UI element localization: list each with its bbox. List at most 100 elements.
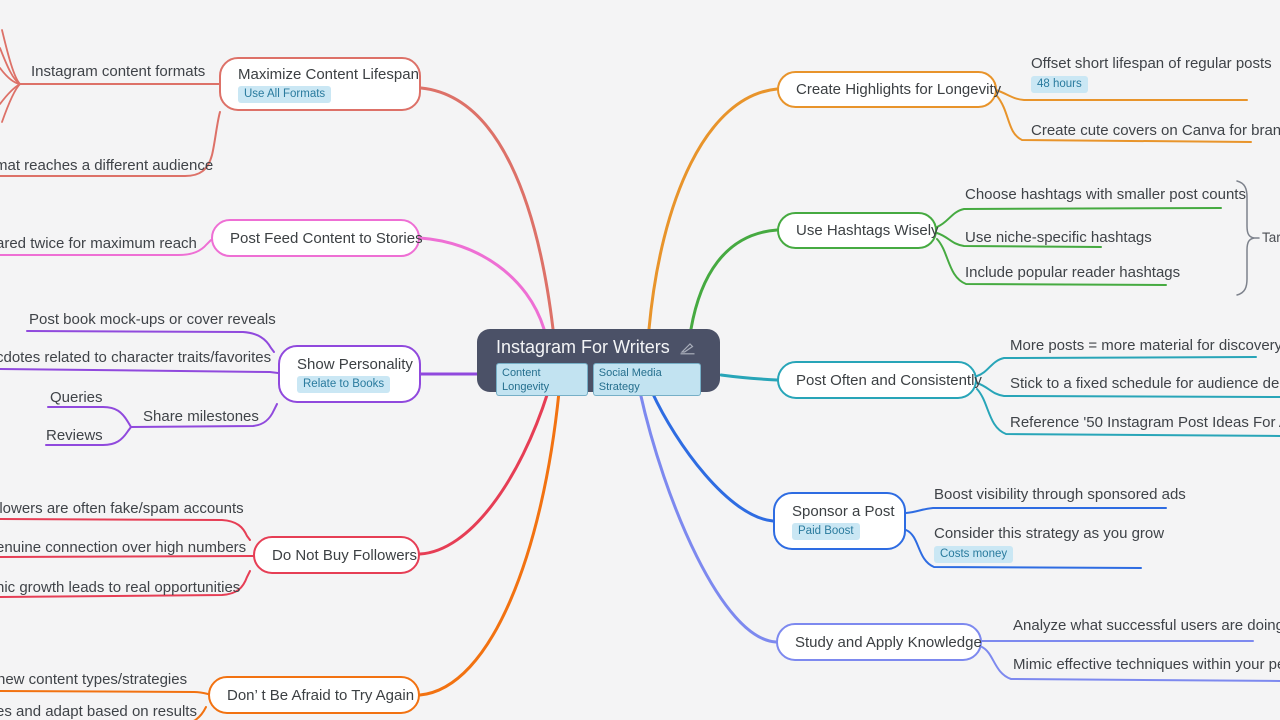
branch-lines-create-highlights	[647, 87, 1252, 331]
topic-adapt-results[interactable]: es and adapt based on results	[0, 703, 197, 720]
underline	[0, 570, 251, 598]
branch-lines-maximize	[0, 29, 555, 331]
underline	[130, 403, 278, 428]
branch-lines-sponsor	[650, 390, 1167, 569]
node-title: Post Often and Consistently	[796, 371, 982, 389]
underline	[905, 507, 1167, 514]
underline	[976, 356, 1257, 377]
topic-boost-visibility[interactable]: Boost visibility through sponsored ads	[934, 486, 1186, 503]
underline	[905, 529, 1142, 569]
node-title: Show Personality	[297, 355, 413, 373]
underline	[26, 330, 275, 353]
topic-fake-spam-accounts[interactable]: llowers are often fake/spam accounts	[0, 500, 244, 517]
underline	[936, 207, 1222, 228]
fan-line	[1, 83, 21, 123]
branch-connector	[638, 390, 778, 644]
fan-line	[0, 47, 21, 85]
node-title: Do Not Buy Followers	[272, 546, 418, 564]
topic-new-content-types[interactable]: new content types/strategies	[0, 671, 188, 688]
node-show-personality[interactable]: Show Personality Relate to Books	[278, 345, 421, 403]
topic-instagram-content-formats[interactable]: Instagram content formats	[31, 63, 206, 80]
branch-lines-show-personality	[0, 330, 479, 446]
topic-share-milestones[interactable]: Share milestones	[143, 408, 259, 425]
topic-reviews[interactable]: Reviews	[46, 427, 103, 444]
topic-cute-covers-canva[interactable]: Create cute covers on Canva for branding	[1031, 122, 1280, 139]
branch-lines-try-again	[0, 390, 561, 720]
topic-consider-strategy[interactable]: Consider this strategy as you grow	[934, 525, 1165, 542]
center-tag-content-longevity: Content Longevity	[496, 363, 588, 396]
node-create-highlights[interactable]: Create Highlights for Longevity	[777, 71, 1001, 108]
underline	[0, 111, 221, 177]
topic-anecdotes[interactable]: cdotes related to character traits/favor…	[0, 349, 272, 366]
fan-line	[1, 29, 21, 85]
node-title: Post Feed Content to Stories	[230, 229, 423, 247]
node-title: Don’ t Be Afraid to Try Again	[227, 686, 415, 704]
tag-use-all-formats: Use All Formats	[238, 85, 332, 103]
underline	[981, 646, 1280, 682]
topic-reader-hashtags[interactable]: Include popular reader hashtags	[965, 264, 1181, 281]
node-post-feed-to-stories[interactable]: Post Feed Content to Stories	[211, 219, 423, 257]
node-dont-be-afraid-try-again[interactable]: Don’ t Be Afraid to Try Again	[208, 676, 420, 714]
node-title: Study and Apply Knowledge	[795, 633, 982, 651]
topic-more-posts[interactable]: More posts = more material for discovery	[1010, 337, 1280, 354]
topic-genuine-connection[interactable]: enuine connection over high numbers	[0, 539, 247, 556]
central-topic[interactable]: Instagram For Writers Content Longevity …	[477, 329, 720, 396]
underline	[45, 426, 132, 446]
branch-connector	[647, 87, 779, 331]
node-maximize-content-lifespan[interactable]: Maximize Content Lifespan Use All Format…	[219, 57, 421, 111]
node-title: Sponsor a Post	[792, 502, 895, 520]
branch-connector	[689, 228, 779, 331]
branch-connector	[650, 390, 775, 523]
summary-brace	[1236, 180, 1260, 296]
branch-connector	[419, 86, 555, 331]
central-title: Instagram For Writers	[496, 337, 670, 357]
node-title: Maximize Content Lifespan	[238, 65, 419, 83]
underline	[0, 518, 251, 541]
node-title: Create Highlights for Longevity	[796, 81, 1002, 98]
topic-shared-twice[interactable]: ared twice for maximum reach	[0, 235, 197, 252]
topic-mimic-techniques[interactable]: Mimic effective techniques within your p…	[1013, 656, 1280, 673]
topic-offset-short-lifespan[interactable]: Offset short lifespan of regular posts	[1031, 55, 1272, 72]
tag-paid-boost: Paid Boost	[792, 522, 860, 540]
tag-relate-to-books: Relate to Books	[297, 375, 391, 393]
topic-format-reaches-audience[interactable]: mat reaches a different audience	[0, 157, 214, 174]
summary-label-target[interactable]: Targe	[1262, 230, 1280, 245]
edit-pencil-icon[interactable]	[679, 341, 696, 355]
underline	[936, 238, 1167, 286]
node-study-apply-knowledge[interactable]: Study and Apply Knowledge	[776, 623, 982, 661]
branch-connector	[418, 236, 546, 331]
underline	[193, 706, 207, 720]
branch-lines-study	[638, 390, 1280, 682]
topic-fixed-schedule[interactable]: Stick to a fixed schedule for audience d…	[1010, 375, 1280, 392]
branch-connector	[719, 373, 779, 382]
tag-48-hours: 48 hours	[1031, 76, 1088, 93]
topic-post-book-mockups[interactable]: Post book mock-ups or cover reveals	[29, 311, 276, 328]
branch-connector	[418, 390, 550, 556]
node-post-often-consistently[interactable]: Post Often and Consistently	[777, 361, 982, 399]
node-title: Use Hashtags Wisely	[796, 222, 939, 239]
branch-connector	[418, 390, 561, 697]
topic-organic-growth[interactable]: nic growth leads to real opportunities	[0, 579, 241, 596]
underline	[976, 382, 1280, 398]
underline	[0, 555, 254, 558]
underline	[936, 232, 1102, 248]
underline	[976, 388, 1280, 437]
topic-queries[interactable]: Queries	[50, 389, 103, 406]
branch-lines-use-hashtags	[689, 207, 1222, 331]
node-sponsor-a-post[interactable]: Sponsor a Post Paid Boost	[773, 492, 906, 550]
topic-analyze-successful-users[interactable]: Analyze what successful users are doing	[1013, 617, 1280, 634]
tag-costs-money: Costs money	[934, 546, 1014, 563]
underline	[0, 368, 279, 374]
topic-smaller-post-counts[interactable]: Choose hashtags with smaller post counts	[965, 186, 1246, 203]
underline	[996, 95, 1252, 143]
node-use-hashtags-wisely[interactable]: Use Hashtags Wisely	[777, 212, 939, 249]
branch-lines-post-feed	[0, 236, 546, 331]
underline	[995, 89, 1248, 101]
underline	[47, 406, 132, 428]
fan-line	[0, 67, 21, 85]
topic-reference-50-ideas[interactable]: Reference '50 Instagram Post Ideas For A…	[1010, 414, 1280, 431]
topic-niche-hashtags[interactable]: Use niche-specific hashtags	[965, 229, 1152, 246]
node-do-not-buy-followers[interactable]: Do Not Buy Followers	[253, 536, 420, 574]
center-tag-social-media-strategy: Social Media Strategy	[592, 363, 701, 396]
